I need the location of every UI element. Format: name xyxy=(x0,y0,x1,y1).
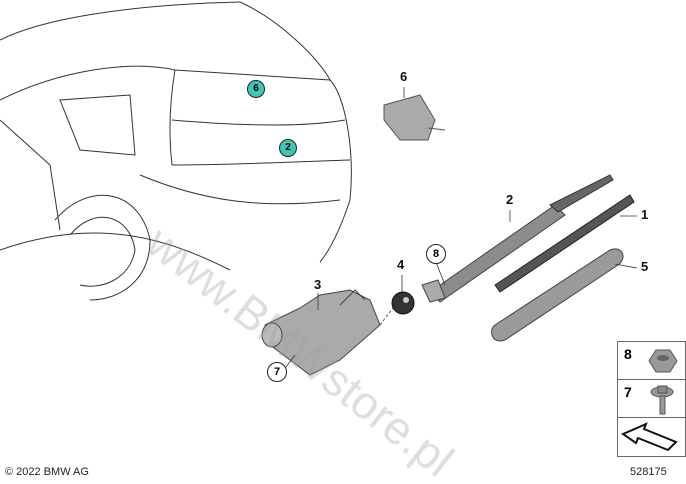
part-3-wiper-motor xyxy=(261,289,381,376)
part-2-wiper-arm xyxy=(421,174,614,303)
legend-number: 8 xyxy=(624,346,632,362)
label-part-8[interactable]: 8 xyxy=(426,244,446,264)
car-outline xyxy=(0,1,352,301)
legend-box-8: 8 xyxy=(617,341,686,381)
copyright: © 2022 BMW AG xyxy=(5,466,89,478)
part-1-wiper-blade xyxy=(494,194,635,293)
label-part-7[interactable]: 7 xyxy=(267,362,287,382)
arrow-direction-icon xyxy=(620,422,678,452)
label-part-3[interactable]: 3 xyxy=(314,277,322,292)
car-callout-6[interactable]: 6 xyxy=(247,80,265,98)
label-part-2[interactable]: 2 xyxy=(506,192,514,207)
part-4-grommet xyxy=(391,291,415,315)
part-6-camera xyxy=(383,94,446,141)
car-callout-2[interactable]: 2 xyxy=(279,139,297,157)
legend-box-7: 7 xyxy=(617,379,686,419)
label-part-4[interactable]: 4 xyxy=(397,257,405,272)
leader-lines xyxy=(285,87,638,368)
hex-nut-icon xyxy=(648,349,678,373)
label-part-5[interactable]: 5 xyxy=(641,259,649,274)
part-5-cover xyxy=(491,248,624,342)
diagram-id: 528175 xyxy=(630,466,667,478)
bolt-icon xyxy=(650,385,674,415)
label-part-6[interactable]: 6 xyxy=(400,69,408,84)
label-part-1[interactable]: 1 xyxy=(641,207,649,222)
legend-box-arrow xyxy=(617,417,686,457)
legend-number: 7 xyxy=(624,384,632,400)
